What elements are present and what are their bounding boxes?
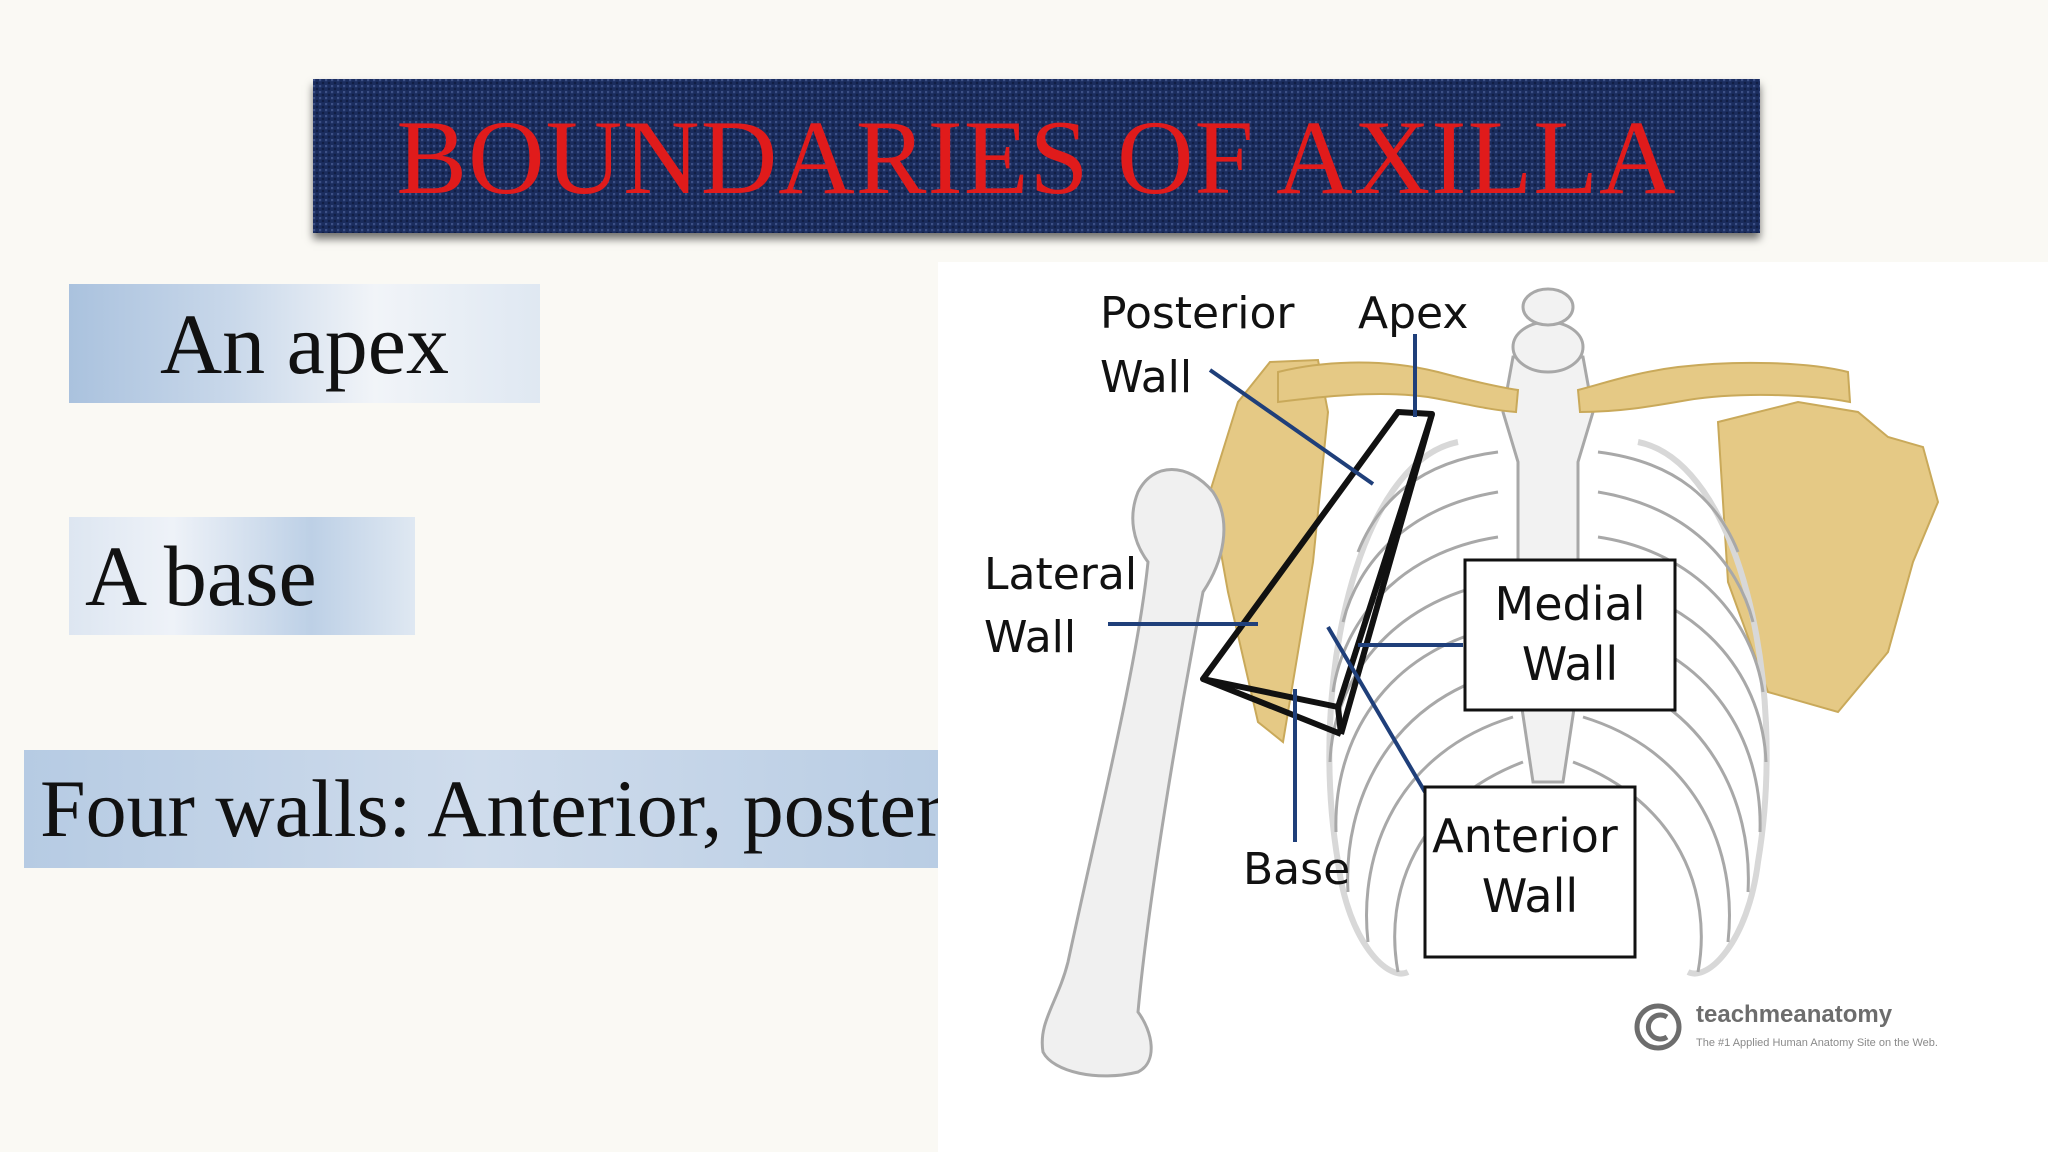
label-anterior-wall-line2: Wall: [1482, 869, 1578, 923]
label-posterior-wall-line1: Posterior: [1100, 288, 1295, 339]
anterior-wall-box: [1423, 785, 1637, 959]
watermark-brand: teachmeanatomy: [1696, 1001, 1893, 1028]
bullet-base: A base: [69, 517, 415, 635]
axilla-diagram: Posterior Wall Apex Lateral Wall Medial …: [938, 262, 2048, 1152]
bullet-base-text: A base: [85, 528, 317, 624]
label-posterior-wall: Posterior Wall: [1100, 288, 1295, 403]
label-medial-wall-line2: Wall: [1522, 637, 1618, 691]
label-anterior-wall: Anterior Wall: [1423, 785, 1637, 959]
label-medial-wall: Medial Wall: [1463, 558, 1677, 712]
bullet-walls-text: Four walls: Anterior, posterior, medial,…: [40, 763, 938, 854]
axilla-pyramid: [1200, 409, 1435, 737]
label-base: Base: [1243, 844, 1350, 895]
copyright-icon: [1634, 1003, 1682, 1051]
anterior-wall-leader: [1326, 625, 1427, 794]
title-banner: BOUNDARIES OF AXILLA: [313, 79, 1760, 233]
clavicle-right: [1576, 361, 1852, 414]
label-anterior-wall-line1: Anterior: [1432, 809, 1618, 863]
label-posterior-wall-line2: Wall: [1100, 352, 1192, 403]
bullet-walls: Four walls: Anterior, posterior, medial,…: [24, 750, 938, 868]
watermark-tagline: The #1 Applied Human Anatomy Site on the…: [1696, 1037, 1938, 1049]
label-lateral-wall-line1: Lateral: [984, 549, 1137, 600]
medial-wall-box: [1463, 558, 1677, 712]
vertebra: [1511, 287, 1585, 374]
slide-title: BOUNDARIES OF AXILLA: [396, 99, 1677, 216]
label-lateral-wall: Lateral Wall: [984, 549, 1137, 663]
bullet-apex-text: An apex: [160, 295, 449, 392]
teachmeanatomy-watermark: teachmeanatomy The #1 Applied Human Anat…: [1634, 1001, 1938, 1051]
posterior-wall-leader: [1208, 368, 1375, 486]
leader-lines: [1108, 334, 1463, 842]
label-lateral-wall-line2: Wall: [984, 612, 1076, 663]
clavicle-left: [1277, 361, 1520, 414]
humerus: [1040, 468, 1226, 1078]
bullet-apex: An apex: [69, 284, 540, 403]
label-apex: Apex: [1358, 288, 1468, 339]
label-medial-wall-line1: Medial: [1495, 577, 1646, 631]
axilla-diagram-svg: Posterior Wall Apex Lateral Wall Medial …: [938, 262, 2048, 1152]
